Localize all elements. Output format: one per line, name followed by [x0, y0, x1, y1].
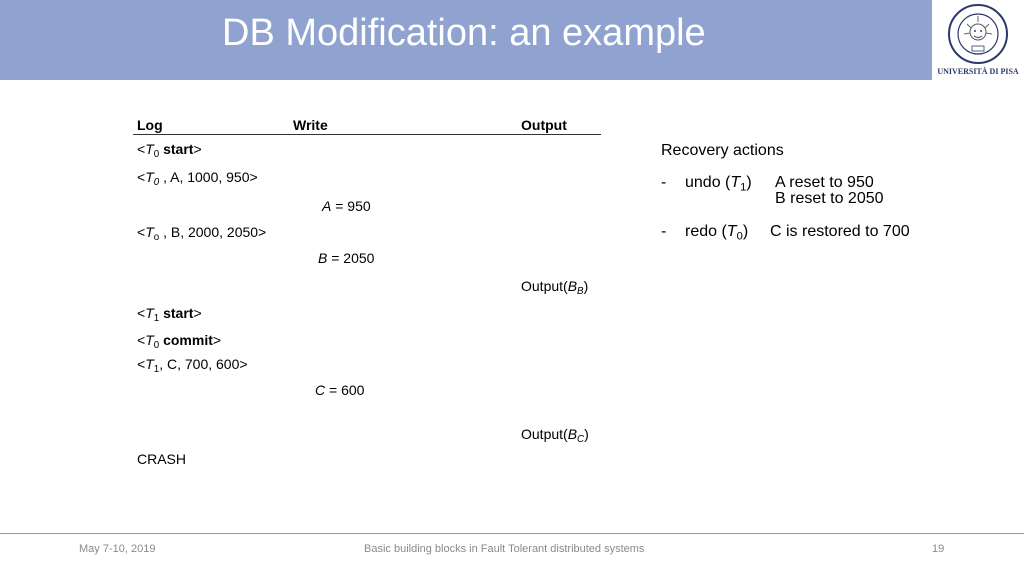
output-entry: Output(BC)	[521, 426, 589, 445]
recovery-heading: Recovery actions	[661, 142, 784, 159]
column-header-write: Write	[293, 117, 328, 133]
recovery-detail: A reset to 950	[775, 174, 874, 191]
title-bar: DB Modification: an example	[0, 0, 932, 80]
log-entry: <To , B, 2000, 2050>	[137, 224, 267, 243]
recovery-bullet: -	[661, 223, 667, 240]
log-entry: <T0 , A, 1000, 950>	[137, 169, 258, 188]
write-entry: A = 950	[322, 198, 371, 214]
log-entry: <T1 start>	[137, 305, 202, 324]
university-seal-icon	[948, 4, 1008, 64]
slide-title: DB Modification: an example	[222, 12, 706, 54]
write-entry: B = 2050	[318, 250, 375, 266]
column-header-output: Output	[521, 117, 567, 133]
column-header-log: Log	[137, 117, 163, 133]
recovery-detail: C is restored to 700	[770, 223, 910, 240]
log-entry-crash: CRASH	[137, 451, 187, 467]
recovery-bullet: -	[661, 174, 667, 191]
output-entry: Output(BB)	[521, 278, 589, 297]
header-divider	[133, 134, 601, 135]
footer-divider	[0, 533, 1024, 534]
log-entry: <T0 start>	[137, 141, 202, 160]
log-entry: <T0 commit>	[137, 332, 222, 351]
recovery-action-undo: undo (T1)	[685, 174, 752, 194]
log-entry: <T1, C, 700, 600>	[137, 356, 248, 375]
write-entry: C = 600	[315, 382, 365, 398]
logo-text: UNIVERSITÀ DI PISA	[937, 67, 1019, 76]
recovery-action-redo: redo (T0)	[685, 223, 749, 243]
footer-event: Basic building blocks in Fault Tolerant …	[364, 543, 645, 555]
recovery-detail: B reset to 2050	[775, 190, 884, 207]
university-logo: UNIVERSITÀ DI PISA	[932, 0, 1024, 82]
page-number: 19	[932, 543, 945, 555]
footer-date: May 7-10, 2019	[79, 543, 156, 555]
